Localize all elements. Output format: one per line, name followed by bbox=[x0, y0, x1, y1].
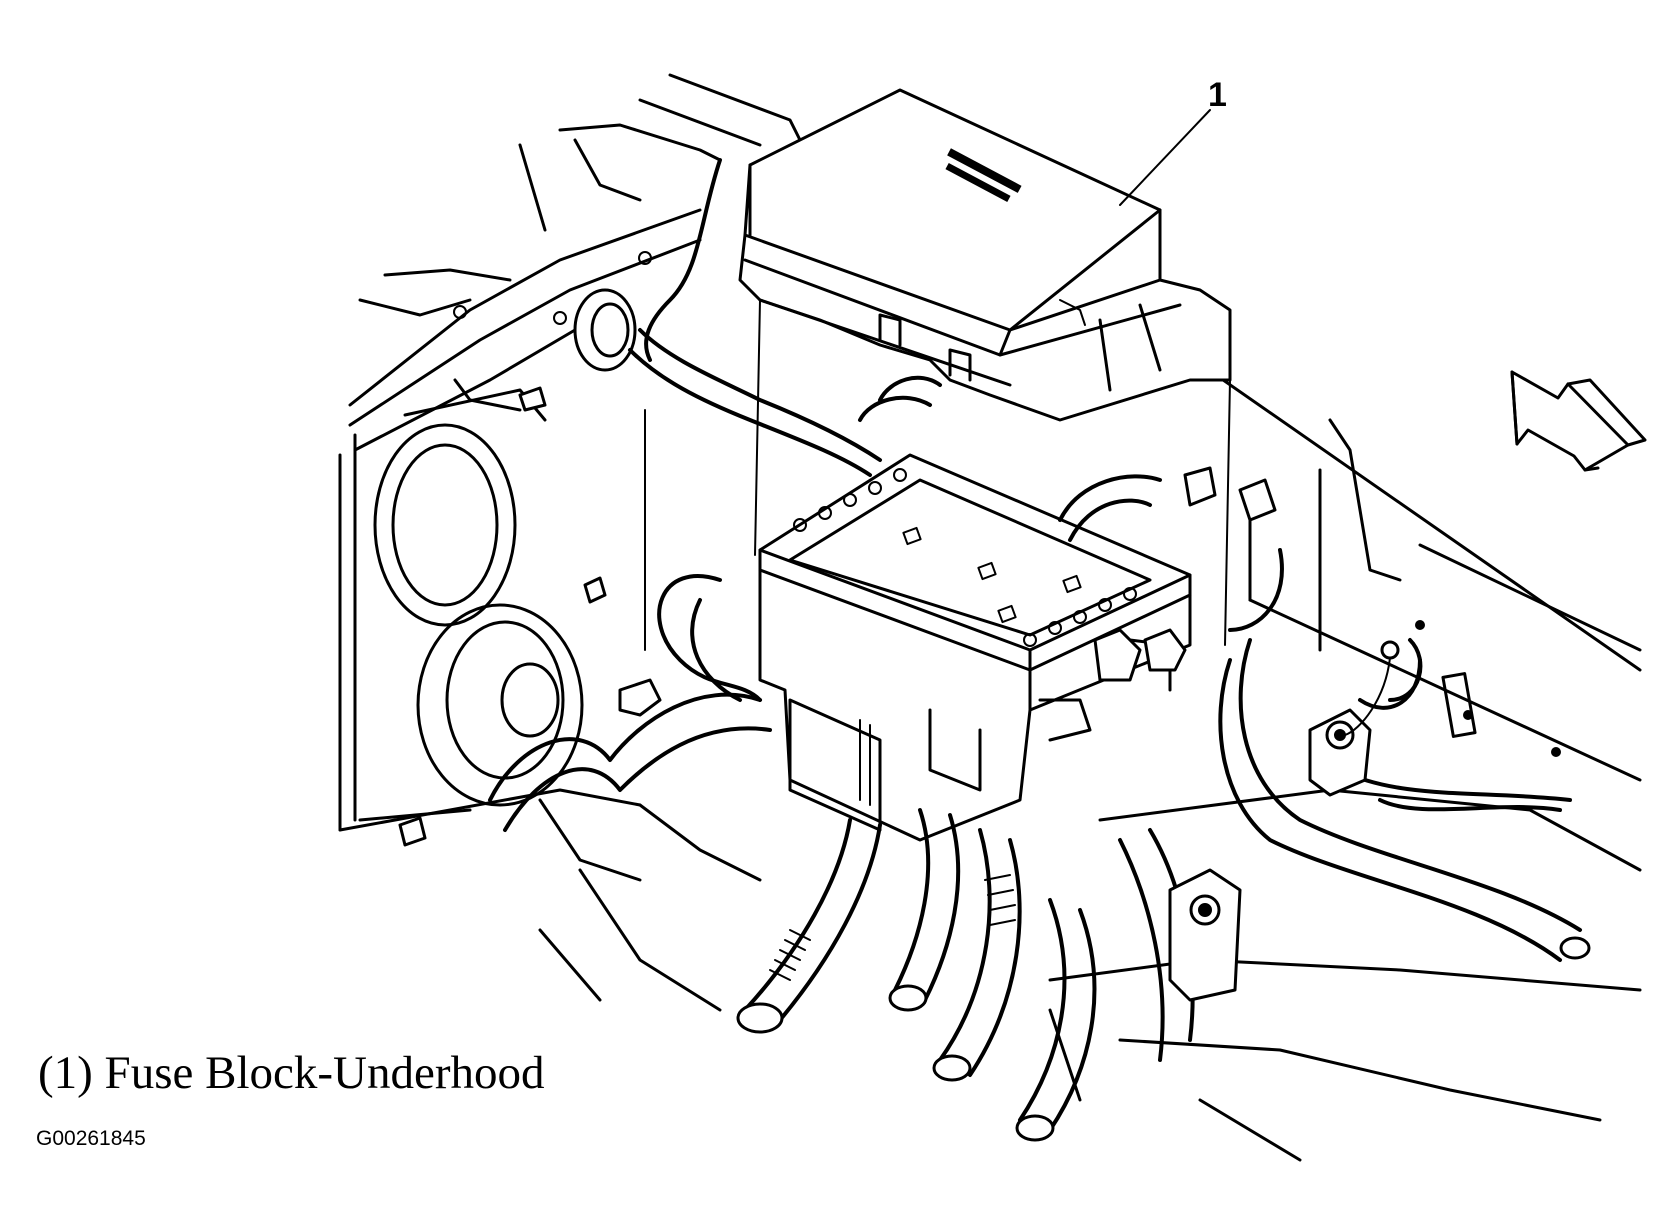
body-frame-lines bbox=[338, 73, 1642, 1162]
fuse-block-cover bbox=[738, 88, 1232, 422]
callout-leader-line bbox=[1119, 109, 1211, 206]
figure-id: G00261845 bbox=[36, 1127, 146, 1150]
callout-number: 1 bbox=[1208, 76, 1227, 114]
fuse-row-left bbox=[793, 468, 907, 532]
ground-studs bbox=[1093, 628, 1400, 1002]
alignment-lines bbox=[644, 299, 1231, 651]
fuse-row-right bbox=[1023, 587, 1137, 647]
figure-caption: (1) Fuse Block-Underhood bbox=[38, 1047, 545, 1099]
fuse-block-base bbox=[758, 453, 1192, 842]
lower-wire-bundles bbox=[736, 808, 1591, 1142]
cover-label-marking bbox=[945, 148, 1022, 203]
harness-clips bbox=[398, 386, 1277, 847]
direction-arrow-icon bbox=[1510, 370, 1647, 472]
fender-openings bbox=[373, 251, 652, 807]
